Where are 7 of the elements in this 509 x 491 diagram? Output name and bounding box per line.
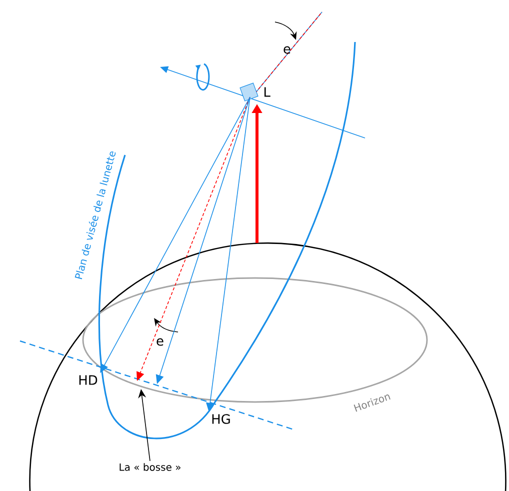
point-label: La « bosse » <box>120 463 180 471</box>
angle-label: e <box>284 46 290 54</box>
point-label: HG <box>212 414 230 424</box>
angle-label: e <box>156 338 164 346</box>
plane-label: Plan de visée de la lunette <box>74 151 116 280</box>
point-label: L <box>264 87 270 97</box>
point-label: HD <box>79 375 98 385</box>
